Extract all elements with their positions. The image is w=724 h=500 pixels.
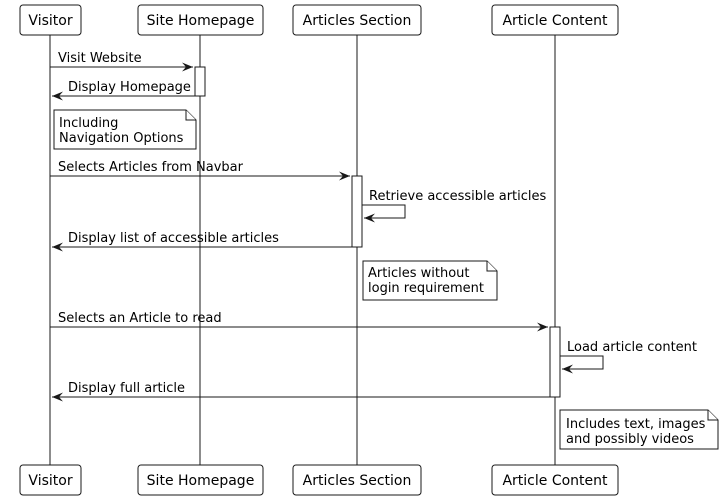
participant-content-bottom: Article Content [491, 464, 619, 496]
participant-visitor-top: Visitor [19, 4, 82, 36]
participant-content-top: Article Content [491, 4, 619, 36]
message-display-homepage: Display Homepage [52, 80, 195, 101]
message-label: Selects an Article to read [58, 311, 222, 326]
message-label: Display list of accessible articles [68, 231, 279, 246]
arrowhead [562, 364, 573, 374]
arrowhead [52, 91, 63, 101]
participant-label: Article Content [502, 13, 608, 29]
note-navigation-options: Including Navigation Options [53, 109, 197, 150]
message-label: Selects Articles from Navbar [58, 160, 244, 175]
participant-label: Site Homepage [147, 13, 255, 29]
note-line: and possibly videos [566, 432, 694, 447]
participant-visitor-bottom: Visitor [19, 464, 82, 496]
note-line: Includes text, images [566, 417, 706, 432]
arrowhead [52, 242, 63, 252]
note-line: login requirement [368, 281, 484, 296]
note-line: Navigation Options [59, 131, 184, 146]
arrowhead [537, 322, 548, 332]
participant-articles-bottom: Articles Section [292, 464, 422, 496]
message-label: Display full article [68, 381, 185, 396]
note-login-requirement: Articles without login requirement [362, 260, 498, 301]
message-selects-articles: Selects Articles from Navbar [50, 160, 350, 181]
participant-homepage-bottom: Site Homepage [137, 464, 264, 496]
message-display-list: Display list of accessible articles [52, 231, 352, 252]
message-retrieve-articles: Retrieve accessible articles [362, 189, 547, 223]
note-line: Articles without [368, 266, 469, 281]
participant-label: Visitor [28, 13, 72, 29]
note-line: Including [59, 116, 118, 131]
arrowhead [339, 171, 350, 181]
participant-articles-top: Articles Section [292, 4, 422, 36]
activation-homepage [194, 66, 206, 97]
message-selects-article: Selects an Article to read [50, 311, 548, 332]
participant-label: Articles Section [303, 13, 412, 29]
activation-articles [351, 175, 363, 248]
arrowhead [364, 213, 375, 223]
participant-label: Articles Section [303, 473, 412, 489]
participant-label: Article Content [502, 473, 608, 489]
message-label: Load article content [567, 340, 697, 355]
message-label: Retrieve accessible articles [369, 189, 547, 204]
participant-label: Visitor [28, 473, 72, 489]
message-label: Display Homepage [68, 80, 191, 95]
message-label: Visit Website [58, 51, 142, 66]
note-article-media: Includes text, images and possibly video… [559, 409, 719, 450]
message-display-article: Display full article [52, 381, 550, 402]
message-load-content: Load article content [560, 340, 697, 374]
message-visit-website: Visit Website [50, 51, 193, 72]
arrowhead [52, 392, 63, 402]
participant-label: Site Homepage [147, 473, 255, 489]
participant-homepage-top: Site Homepage [137, 4, 264, 36]
activation-content [549, 326, 561, 398]
arrowhead [182, 62, 193, 72]
